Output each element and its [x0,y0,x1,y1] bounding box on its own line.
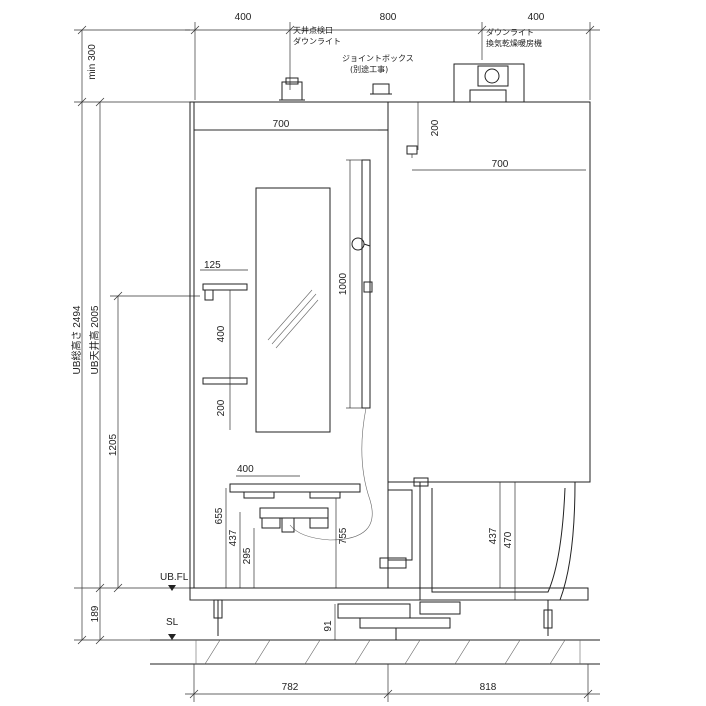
bathtub [388,477,576,601]
label-downlight-right: ダウンライト [486,27,534,37]
floor-base-structure [189,587,589,629]
shower-hose [289,407,373,541]
dim-mirror-height: 1205 [108,433,119,456]
dim-top-center: 800 [380,12,397,23]
ventilation-unit [444,63,534,103]
ub-fl-marker-icon [168,585,176,591]
dim-tub-470: 470 [503,531,514,548]
top-dimension-group: 400 800 400 [185,12,600,100]
label-ceiling-inspection: 天井点検口 [293,25,333,35]
shower-slide-bar [346,159,371,409]
dim-hose-755: 755 [338,527,349,544]
shower-head-icon [351,237,371,251]
label-ventilation: 換気乾燥暖房機 [486,38,542,48]
dim-shelf-spacing-1: 400 [216,325,227,342]
dim-tub-437: 437 [488,527,499,544]
right-wall-panel [387,101,591,483]
downlight-fixture [406,145,418,158]
sl-marker-icon [168,634,176,640]
dim-shelf-spacing-2: 200 [216,399,227,416]
dim-base-height: 189 [90,605,101,622]
dim-faucet-655: 655 [214,507,225,524]
counter [229,475,361,499]
label-sl: SL [166,617,179,628]
mirror [255,187,331,433]
dim-right-vent-200: 200 [430,119,441,136]
shower-holder [363,281,373,293]
dim-shelf-depth: 125 [204,260,221,271]
dim-drain-91: 91 [323,620,334,632]
label-ub-fl: UB.FL [160,572,189,583]
dim-shower-bar: 1000 [338,272,349,295]
dim-faucet-437: 437 [228,529,239,546]
faucet-icon [259,507,329,533]
dim-counter-width: 400 [237,464,254,475]
dim-top-left: 400 [235,12,252,23]
support-legs [213,599,553,640]
junction-box-fixture [370,83,392,95]
bottom-dimension-group [185,664,600,702]
dim-faucet-295: 295 [242,547,253,564]
shelf-upper [202,283,248,301]
label-separate-work: (別途工事) [350,64,388,74]
label-downlight-left: ダウンライト [293,36,341,46]
dim-bottom-right: 818 [480,682,497,693]
dim-top-right: 400 [528,12,545,23]
dim-right-ceiling-700: 700 [492,159,509,170]
ground-slab [150,639,600,665]
dim-bottom-left: 782 [282,682,299,693]
label-junction-box: ジョイントボックス [342,54,414,63]
dim-mirror-width: 700 [273,119,290,130]
dim-ceiling-height: UB天井高 2005 [88,305,101,374]
dim-total-height: UB総高さ 2494 [70,305,83,374]
shelf-lower [202,377,248,385]
tub-apron-left [379,489,413,569]
dim-min-ceiling: min 300 [87,44,98,80]
ceiling-inspection-fixture [279,77,305,101]
